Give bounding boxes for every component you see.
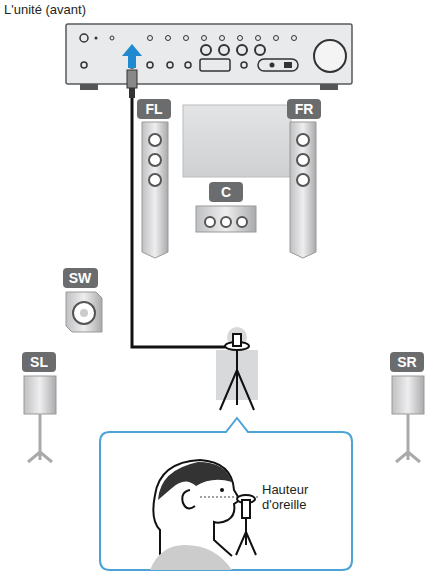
subwoofer	[66, 292, 102, 332]
microphone-closeup	[236, 495, 256, 555]
television	[183, 105, 291, 177]
speaker-label: SR	[397, 354, 416, 370]
speaker-label: C	[221, 184, 231, 200]
surround-right-speaker	[392, 376, 424, 462]
speaker-tag: SW	[63, 268, 98, 288]
front-left-speaker	[142, 122, 168, 258]
speaker-label: FR	[295, 101, 314, 117]
surround-left-speaker	[24, 376, 56, 462]
center-speaker	[196, 206, 256, 232]
callout-bubble	[100, 418, 352, 570]
ear-height-label: Hauteur d'oreille	[262, 482, 340, 512]
speaker-label: SL	[30, 354, 48, 370]
speaker-label: FL	[145, 101, 162, 117]
unit-caption: L'unité (avant)	[4, 2, 204, 17]
speaker-label: SW	[69, 270, 92, 286]
speaker-tag: SL	[22, 352, 56, 372]
microphone-tripod	[220, 334, 254, 410]
front-right-speaker	[290, 122, 316, 258]
speaker-tag: FR	[287, 99, 321, 119]
av-receiver	[66, 24, 352, 90]
listener-head	[150, 460, 240, 570]
speaker-tag: C	[209, 182, 243, 202]
insert-arrow	[122, 44, 142, 56]
speaker-tag: FL	[137, 99, 171, 119]
speaker-tag: SR	[390, 352, 424, 372]
